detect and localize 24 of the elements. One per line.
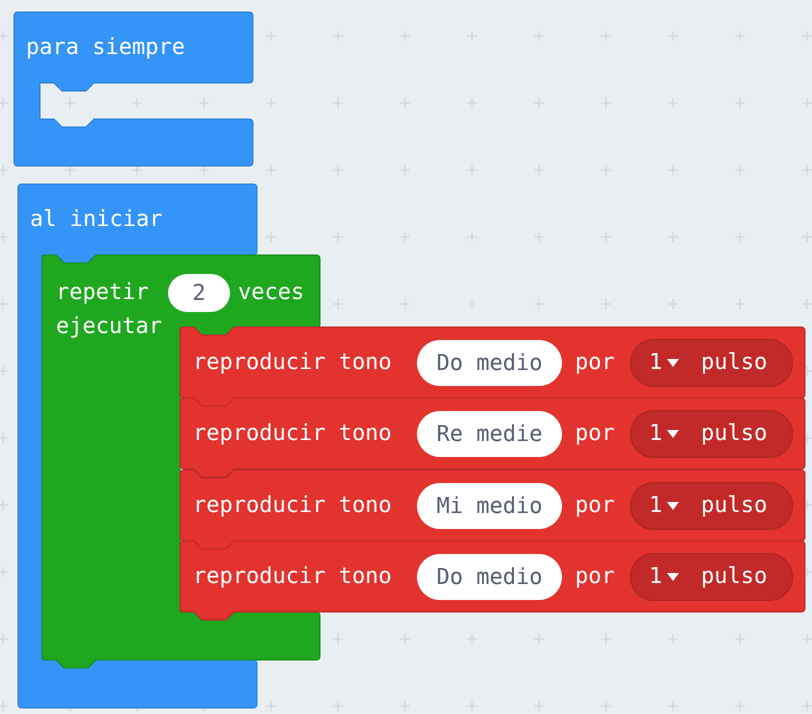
statement-block xyxy=(180,398,805,477)
block-label: por xyxy=(575,420,615,448)
event-block xyxy=(14,12,253,166)
block-label: para siempre xyxy=(26,34,185,62)
note-input: Do medio xyxy=(417,554,562,600)
block-label: repetir xyxy=(56,279,149,307)
dropdown-field: 1 pulso xyxy=(630,553,793,601)
block-label: reproducir tono xyxy=(193,492,392,520)
block-label: veces xyxy=(238,279,304,307)
dropdown-field: 1 pulso xyxy=(630,339,793,387)
note-input: Re medie xyxy=(417,411,562,457)
block-label: al iniciar xyxy=(30,206,162,234)
statement-block xyxy=(180,541,805,620)
block-label: reproducir tono xyxy=(193,420,392,448)
block-label: por xyxy=(575,492,615,520)
note-input: Mi medio xyxy=(417,483,562,529)
note-input: Do medio xyxy=(417,340,562,386)
block-label: por xyxy=(575,563,615,591)
block-label: ejecutar xyxy=(56,313,162,341)
block-label: reproducir tono xyxy=(193,563,392,591)
dropdown-field: 1 pulso xyxy=(630,482,793,530)
dropdown-field: 1 pulso xyxy=(630,410,793,458)
block-label: reproducir tono xyxy=(193,349,392,377)
block-label: por xyxy=(575,349,615,377)
